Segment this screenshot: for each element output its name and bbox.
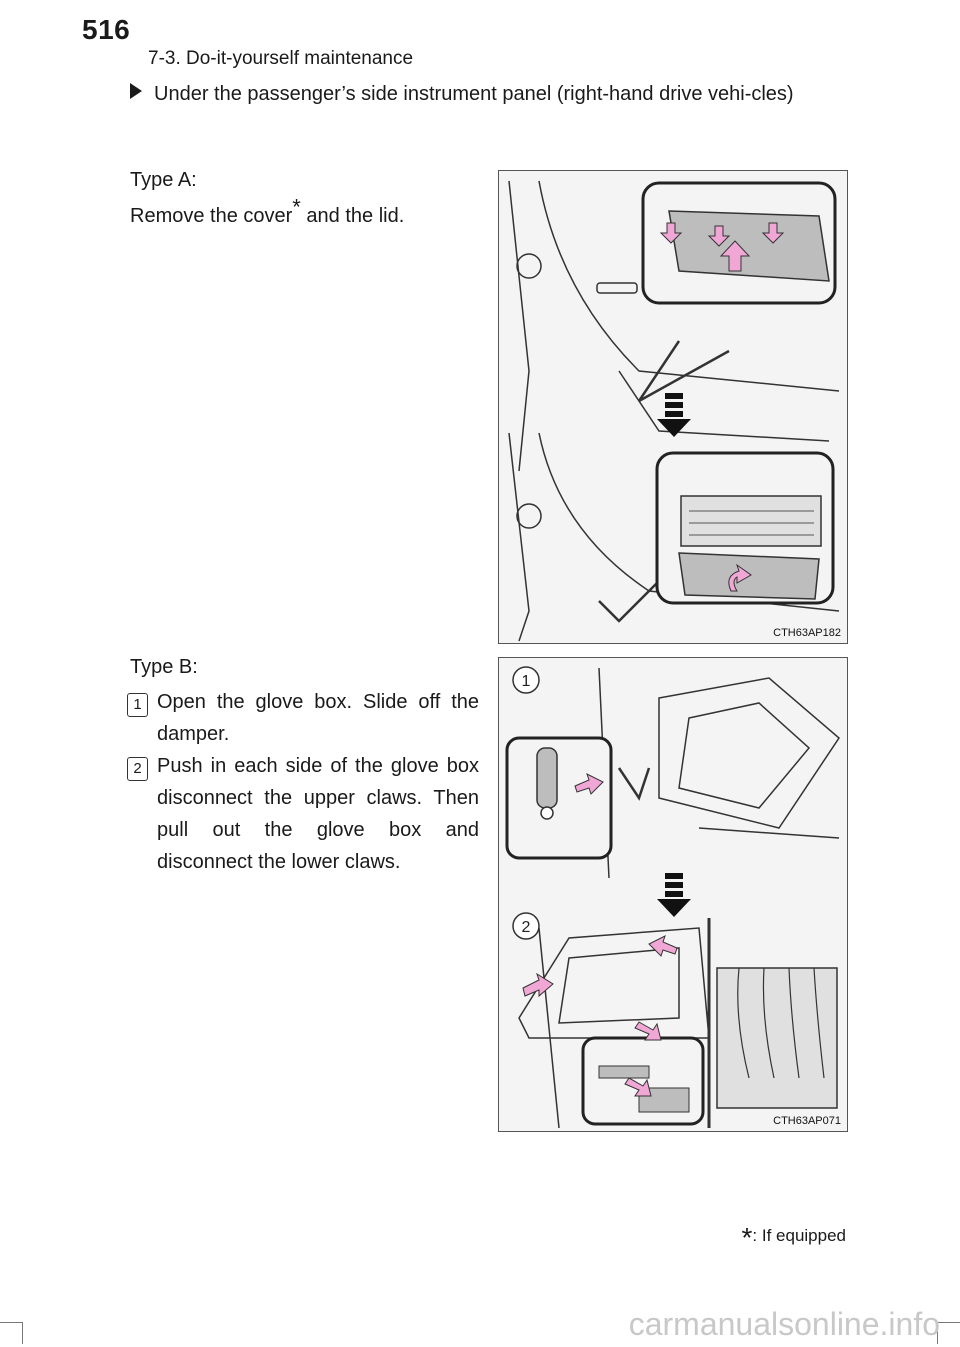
down-arrow-icon (707, 225, 731, 247)
step-2-text: Push in each side of the glove box disco… (157, 755, 479, 873)
figure-type-b: 1 2 CTH63AP071 (498, 657, 848, 1132)
crop-mark (937, 1322, 938, 1344)
callout-circle-1 (512, 666, 540, 694)
page-number: 516 (82, 14, 131, 45)
damper-detail-box (505, 736, 613, 860)
dash-edge-line (508, 180, 530, 472)
callout-circle-2 (512, 912, 540, 940)
dash-contour-line (538, 180, 840, 392)
type-a-instruction-tail: and the lid. (300, 205, 405, 227)
glove-box-removal-diagram: 1 2 (505, 666, 840, 1129)
fuse-area (716, 967, 838, 1109)
double-down-arrow-icon (665, 873, 683, 879)
fuse-box-cover-diagram (508, 180, 840, 642)
up-arrow-icon (719, 240, 751, 272)
down-right-arrow-icon (624, 1077, 652, 1097)
footnote-asterisk: * (741, 1222, 753, 1253)
pointer-line (637, 340, 730, 403)
dash-edge-line-2 (508, 432, 530, 642)
bullet-text: Under the passenger’s side instrument pa… (154, 83, 794, 105)
figure-a-code: CTH63AP182 (773, 627, 841, 639)
curved-arrow-icon (728, 563, 752, 592)
down-arrow-icon (761, 222, 785, 244)
panel-line (698, 827, 840, 839)
triangle-bullet-icon (130, 83, 142, 99)
damper-rod (536, 747, 558, 809)
left-arrow-icon (648, 935, 678, 957)
type-a-instruction: Remove the cover* and the lid. (130, 196, 405, 233)
type-a-instruction-text: Remove the cover (130, 205, 293, 227)
panel-line (618, 370, 830, 442)
dash-edge-line-2 (538, 927, 560, 1129)
pointer-line-2 (598, 570, 670, 623)
glove-box-outline (658, 677, 840, 829)
crop-mark (22, 1322, 23, 1344)
glove-box-outline-2 (518, 927, 710, 1039)
fuse-block (680, 495, 822, 547)
watermark: carmanualsonline.info (628, 1306, 940, 1342)
type-b-label: Type B: (130, 656, 198, 678)
bullet-item: Under the passenger’s side instrument pa… (130, 77, 860, 111)
asterisk-mark: * (292, 194, 301, 220)
step-1-text: Open the glove box. Slide off the damper… (157, 691, 479, 745)
figure-type-a: CTH63AP182 (498, 170, 848, 644)
glove-box-inner (678, 702, 811, 809)
type-a-label: Type A: (130, 169, 197, 191)
crop-mark (0, 1322, 22, 1323)
section-title: 7-3. Do-it-yourself maintenance (148, 48, 414, 69)
vent-circle-2 (516, 503, 542, 529)
fuse-cover-panel (668, 210, 830, 282)
right-arrow-icon (522, 972, 554, 998)
footnote-text: : If equipped (752, 1226, 846, 1245)
glove-box-inner-2 (558, 947, 680, 1024)
callout-number-2: 2 (522, 919, 531, 936)
callout-number-1: 1 (522, 673, 531, 690)
left-arrow-icon (574, 773, 604, 795)
dash-contour-line-2 (538, 432, 840, 612)
double-down-arrow-icon (665, 393, 683, 399)
pointer-line (617, 767, 651, 801)
step-number-badge: 1 (127, 693, 148, 717)
down-right-arrow-icon (634, 1021, 662, 1041)
glovebox-handle (596, 282, 638, 294)
down-arrow-icon (659, 222, 683, 244)
step-number-badge: 2 (127, 757, 148, 781)
crop-mark (938, 1322, 960, 1323)
figure-b-code: CTH63AP071 (773, 1115, 841, 1127)
footnote: *: If equipped (742, 1222, 846, 1254)
vent-circle (516, 253, 542, 279)
